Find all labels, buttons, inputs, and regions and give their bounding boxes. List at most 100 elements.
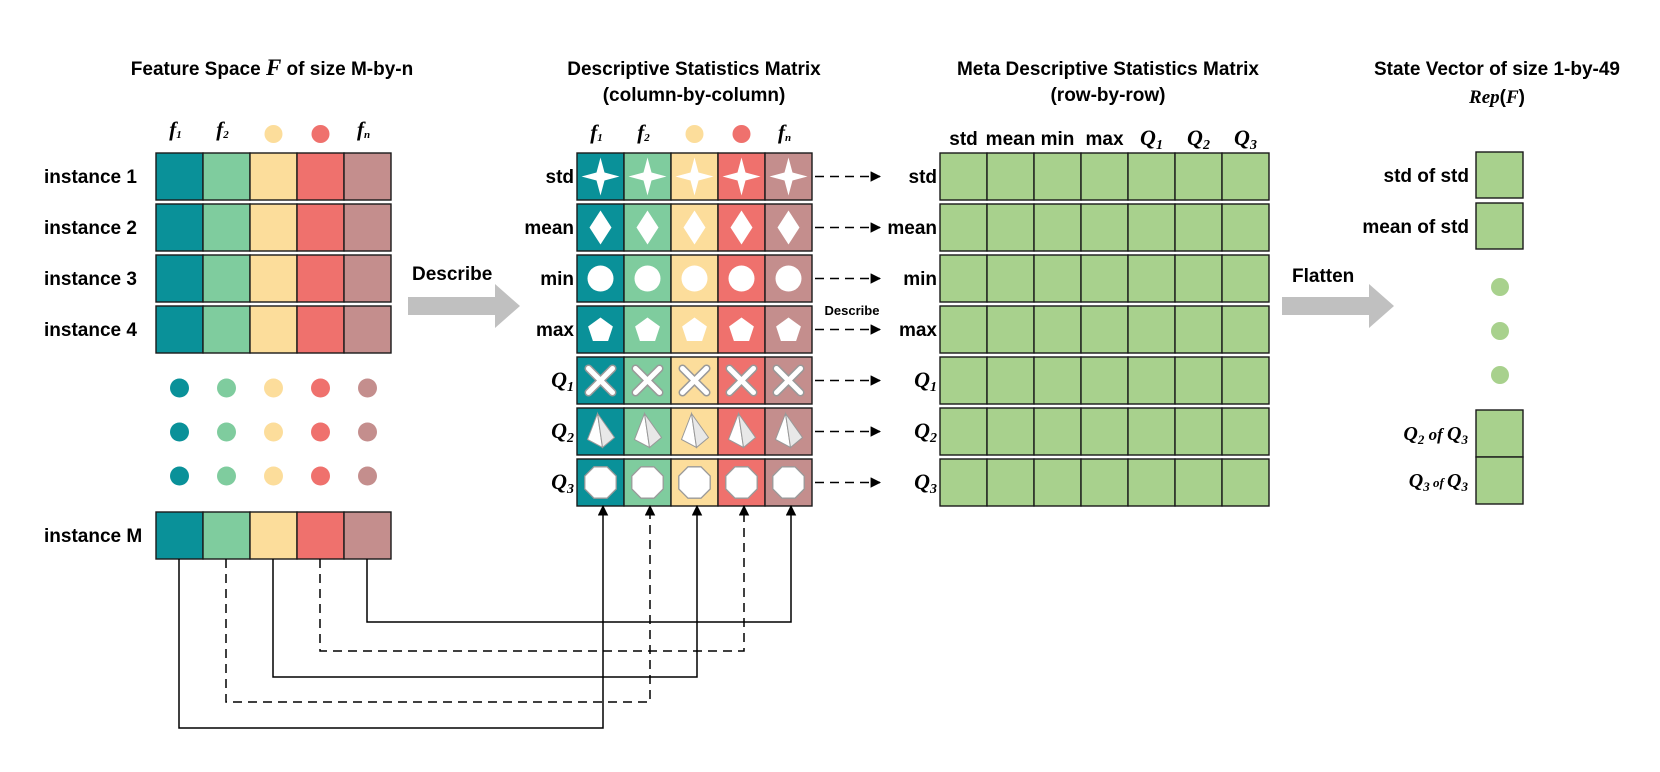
meta-row-label-6: Q2: [914, 418, 937, 446]
describe-small-label: Describe: [825, 303, 880, 318]
feature-cell: [249, 203, 298, 252]
desc-matrix-subtitle: (column-by-column): [603, 85, 786, 106]
ellipsis-dot: [311, 378, 330, 398]
feature-cell: [296, 305, 345, 354]
diamond-icon: [777, 210, 800, 245]
describe-arrow-icon: [408, 284, 520, 328]
state-label-q2: Q2 of Q3: [1403, 423, 1468, 447]
meta-cell: [1080, 356, 1129, 405]
desc-header-dot: [685, 125, 704, 143]
meta-cell: [986, 203, 1035, 252]
meta-cell: [1221, 458, 1270, 507]
instance-label-4: instance 4: [44, 320, 137, 341]
ellipsis-dot: [170, 466, 189, 486]
meta-cell: [986, 407, 1035, 456]
instance-label-1: instance 1: [44, 167, 137, 188]
instance-label-m: instance M: [44, 526, 142, 547]
meta-row-label-1: std: [909, 167, 938, 188]
meta-cell: [1127, 407, 1176, 456]
feature-cell: [249, 305, 298, 354]
ellipsis-dot: [170, 422, 189, 442]
pentagon-icon: [682, 317, 707, 341]
pyramid-icon: [727, 411, 757, 449]
meta-cell: [1033, 305, 1082, 354]
meta-cell: [1080, 458, 1129, 507]
flatten-arrow-icon: [1282, 284, 1394, 328]
cross-icon: [584, 364, 617, 397]
ellipsis-dot: [358, 422, 377, 442]
desc-row-label-7: Q3: [551, 469, 574, 497]
meta-cell: [986, 458, 1035, 507]
meta-cell: [1174, 203, 1223, 252]
instance-label-3: instance 3: [44, 269, 137, 290]
circle-icon: [775, 265, 802, 292]
ellipsis-dot: [170, 378, 189, 398]
desc-row-label-1: std: [546, 167, 575, 188]
ellipsis-dot: [264, 422, 283, 442]
desc-row-label-6: Q2: [551, 418, 574, 446]
ellipsis-dot: [1491, 278, 1509, 296]
column-connector-3: [272, 504, 703, 678]
diamond-icon: [589, 210, 612, 245]
desc-row-label-3: min: [540, 269, 574, 290]
four-point-star-icon: [769, 157, 808, 196]
feature-cell: [202, 511, 251, 560]
circle-icon: [728, 265, 755, 292]
describe-label: Describe: [412, 264, 492, 285]
meta-cell: [1174, 305, 1223, 354]
feature-header-dot: [311, 125, 330, 143]
pyramid-icon: [586, 411, 616, 449]
feature-cell: [343, 305, 392, 354]
circle-icon: [681, 265, 708, 292]
meta-col-header-4: max: [1085, 129, 1123, 150]
state-vector: std of std mean of std Q2 of Q3 Q3 of Q3: [1362, 151, 1524, 505]
meta-cell: [1174, 356, 1223, 405]
meta-cell: [1127, 356, 1176, 405]
meta-cell: [1221, 152, 1270, 201]
flatten-label: Flatten: [1292, 266, 1354, 287]
ellipsis-dot: [217, 422, 236, 442]
ellipsis-dot: [311, 466, 330, 486]
desc-cell: [764, 356, 813, 405]
meta-cell: [939, 203, 988, 252]
meta-cell: [1221, 407, 1270, 456]
four-point-star-icon: [628, 157, 667, 196]
state-label-2: mean of std: [1362, 217, 1469, 238]
meta-col-header-2: mean: [986, 129, 1036, 150]
meta-cell: [1080, 305, 1129, 354]
feature-cell: [343, 254, 392, 303]
feature-cell: [343, 152, 392, 201]
octagon-icon: [584, 466, 617, 499]
meta-cell: [986, 356, 1035, 405]
pentagon-icon: [729, 317, 754, 341]
octagon-icon: [725, 466, 758, 499]
desc-row-label-4: max: [536, 320, 574, 341]
meta-cell: [1033, 356, 1082, 405]
cross-icon: [631, 364, 664, 397]
state-cell: [1475, 456, 1524, 505]
pentagon-icon: [635, 317, 660, 341]
column-connector-5: [366, 504, 797, 623]
feature-cell: [343, 511, 392, 560]
cross-icon: [678, 364, 711, 397]
feature-cell: [343, 203, 392, 252]
feature-header-dot: [264, 125, 283, 143]
meta-cell: [1127, 305, 1176, 354]
meta-cell: [939, 356, 988, 405]
state-vector-rep: Rep(F): [1468, 87, 1525, 108]
meta-col-header-6: Q2: [1187, 125, 1210, 153]
meta-col-header-5: Q1: [1140, 125, 1163, 153]
state-label-q3: Q3 of Q3: [1409, 470, 1469, 494]
meta-cell: [986, 152, 1035, 201]
state-cell: [1475, 409, 1524, 458]
state-label-1: std of std: [1384, 166, 1470, 187]
ellipsis-dot: [264, 466, 283, 486]
meta-cell: [1221, 254, 1270, 303]
desc-row-label-2: mean: [524, 218, 574, 239]
meta-row-label-4: max: [899, 320, 937, 341]
feature-cell: [155, 254, 204, 303]
meta-cell: [1127, 458, 1176, 507]
pentagon-icon: [588, 317, 613, 341]
